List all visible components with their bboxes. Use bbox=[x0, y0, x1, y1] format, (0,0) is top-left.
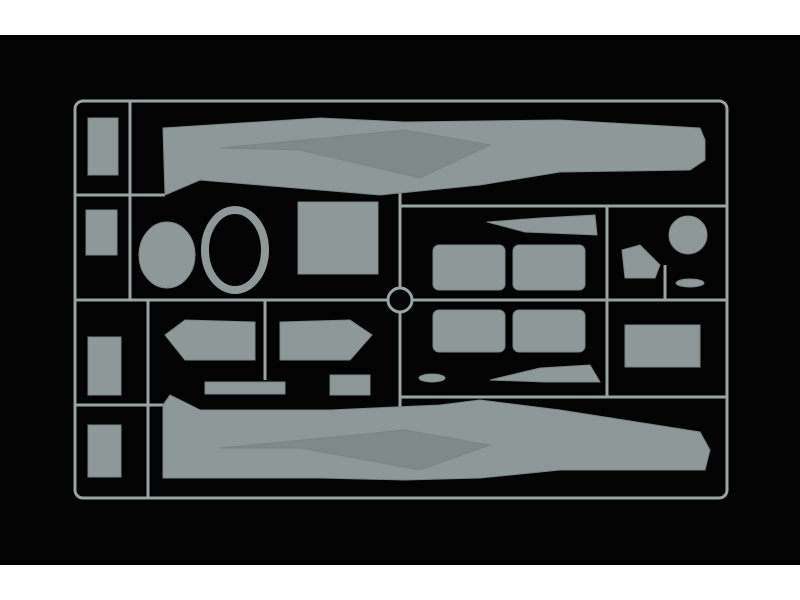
panel-2 bbox=[85, 209, 118, 256]
gear-bay bbox=[624, 324, 701, 368]
intake-4 bbox=[512, 309, 586, 353]
runner-hub bbox=[386, 286, 414, 314]
sprue-runners bbox=[73, 99, 729, 500]
wing-part-2 bbox=[489, 364, 601, 383]
intake-3 bbox=[432, 309, 506, 353]
panel-1 bbox=[87, 117, 119, 176]
panel-4 bbox=[87, 424, 122, 478]
intake-2 bbox=[512, 244, 586, 291]
cockpit-tub bbox=[297, 201, 379, 275]
panel-3 bbox=[87, 336, 122, 396]
ring-part bbox=[201, 206, 269, 294]
wing-part-1 bbox=[486, 214, 598, 236]
ladder-part bbox=[204, 381, 286, 395]
small-oval-1 bbox=[675, 278, 705, 288]
nose-part bbox=[621, 244, 661, 279]
fuselage-top-fin bbox=[219, 129, 492, 179]
engine-pod-2 bbox=[279, 319, 373, 361]
intake-1 bbox=[432, 244, 506, 291]
fuselage-bottom-fin bbox=[219, 429, 492, 471]
parts bbox=[85, 117, 711, 481]
engine-pod-1 bbox=[164, 319, 256, 361]
small-box bbox=[329, 374, 371, 396]
sphere-part bbox=[668, 215, 708, 255]
small-oval-2 bbox=[418, 373, 446, 383]
canopy-part bbox=[138, 221, 196, 289]
